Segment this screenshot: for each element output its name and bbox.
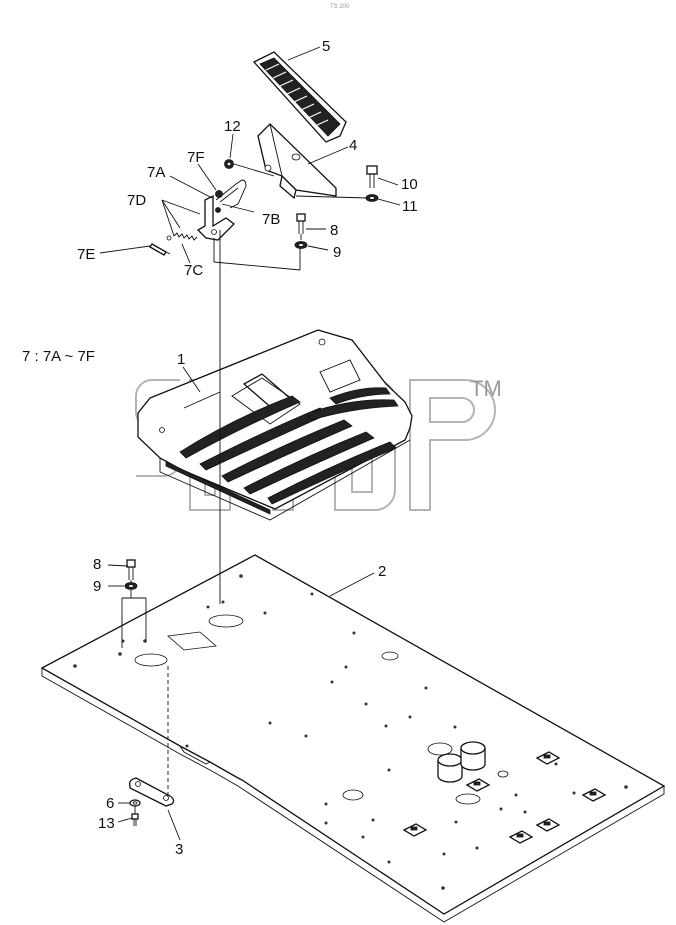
trademark-symbol: TM bbox=[470, 376, 502, 401]
callout-1: 1 bbox=[177, 351, 185, 368]
callout-7C: 7C bbox=[184, 262, 203, 279]
callout-4: 4 bbox=[349, 137, 357, 154]
callout-11: 11 bbox=[402, 198, 418, 215]
callout-8-upper: 8 bbox=[330, 222, 338, 239]
pedal-pad-ribs bbox=[265, 63, 329, 127]
leader-lines bbox=[99, 46, 401, 841]
washer-9-upper bbox=[294, 241, 308, 249]
callout-13: 13 bbox=[98, 815, 115, 832]
plate-3 bbox=[128, 777, 175, 807]
bolt-10 bbox=[366, 165, 378, 188]
pedal-pad bbox=[252, 51, 347, 143]
washer-6 bbox=[129, 799, 141, 807]
callout-10: 10 bbox=[401, 176, 418, 193]
bolt-8-lower bbox=[126, 559, 136, 580]
callout-7A: 7A bbox=[147, 164, 165, 181]
callout-9-lower: 9 bbox=[93, 578, 101, 595]
floor-plate-openings bbox=[134, 614, 509, 805]
callout-labels: 5 4 12 7F 7A 7D 7B 7E 7C 8 9 10 11 1 2 8… bbox=[77, 38, 418, 858]
header-tiny-text: TS 200 bbox=[330, 4, 350, 10]
floor-plate-bosses bbox=[437, 741, 486, 783]
callout-3: 3 bbox=[175, 841, 183, 858]
callout-7D: 7D bbox=[127, 192, 146, 209]
floor-mat-tread bbox=[165, 387, 399, 515]
nut-12 bbox=[224, 159, 234, 169]
link-assembly bbox=[149, 179, 247, 256]
assembly-lines bbox=[121, 163, 369, 814]
callout-12: 12 bbox=[224, 118, 241, 135]
callout-7F: 7F bbox=[187, 149, 205, 166]
callout-7B: 7B bbox=[262, 211, 280, 228]
washer-9-lower bbox=[124, 582, 138, 590]
floor-plate-bolt-holes bbox=[73, 574, 628, 890]
pedal-bracket bbox=[257, 123, 337, 200]
callout-5: 5 bbox=[322, 38, 330, 55]
callout-6: 6 bbox=[106, 795, 114, 812]
callout-2: 2 bbox=[378, 563, 386, 580]
bolt-13 bbox=[131, 813, 139, 826]
bolt-8-upper bbox=[296, 213, 306, 234]
callout-9-upper: 9 bbox=[333, 244, 341, 261]
floor-plate bbox=[40, 554, 666, 923]
callout-8-lower: 8 bbox=[93, 556, 101, 573]
floor-plate-brackets bbox=[402, 751, 607, 844]
assembly-note: 7 : 7A ~ 7F bbox=[22, 348, 95, 365]
callout-7E: 7E bbox=[77, 246, 95, 263]
floor-mat bbox=[137, 329, 413, 521]
